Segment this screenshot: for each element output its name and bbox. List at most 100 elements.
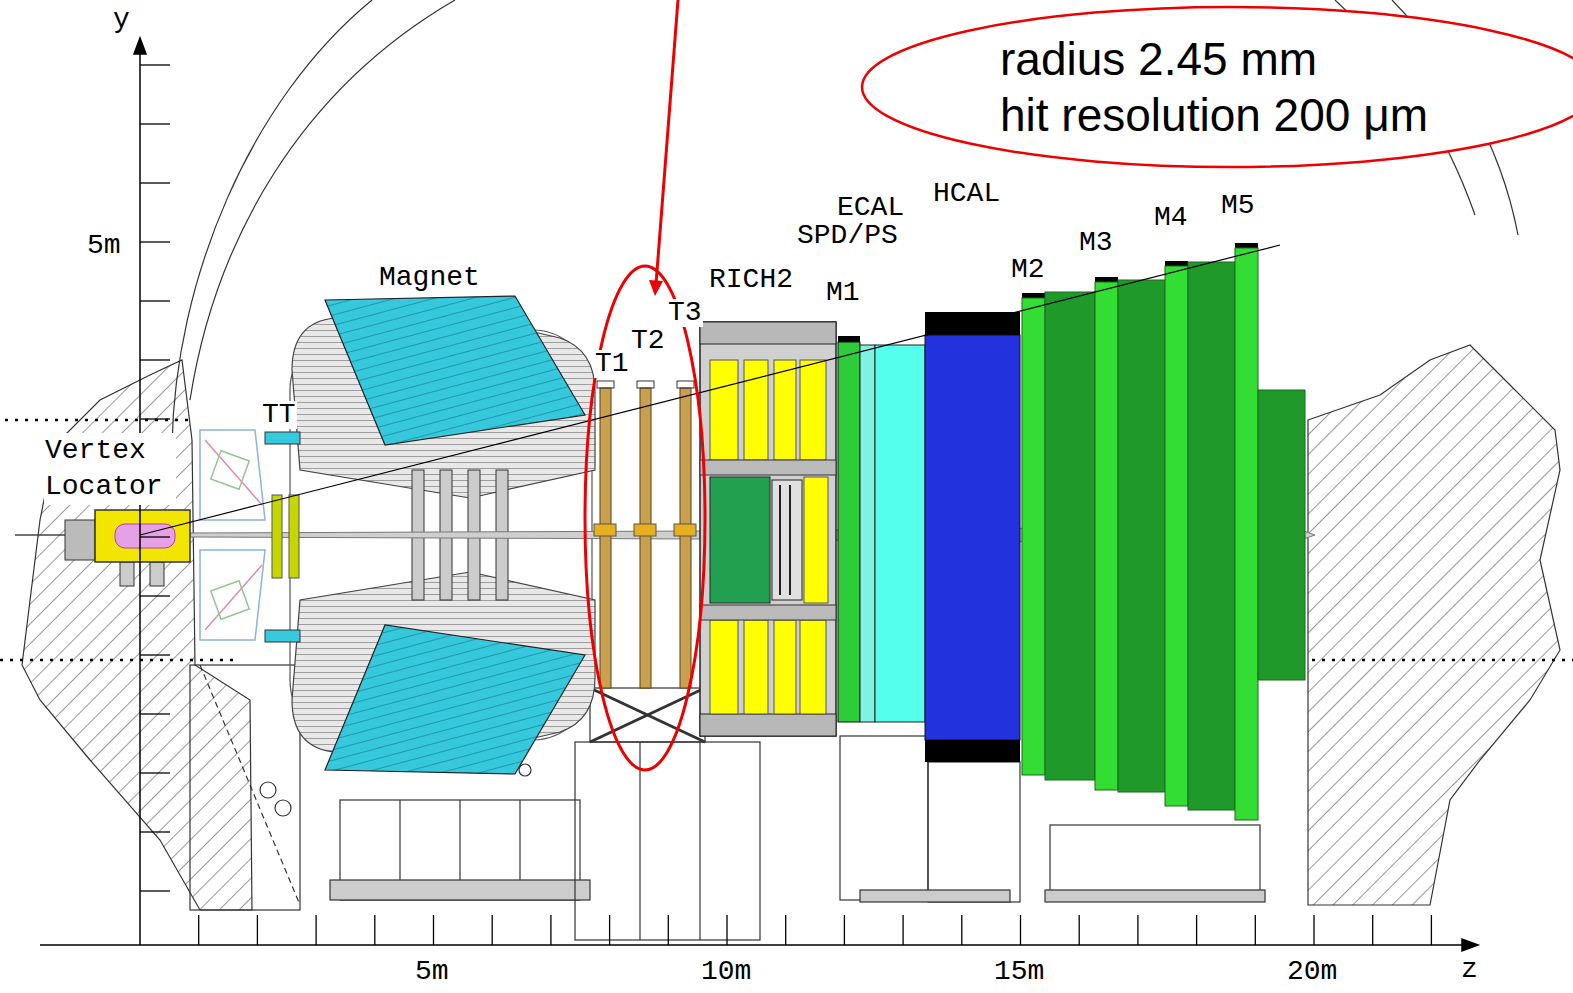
dotted-line (1262, 659, 1573, 662)
support-structure (330, 880, 590, 900)
axis-tick (140, 713, 170, 714)
axis-tick (140, 241, 170, 242)
axis-tick (140, 64, 170, 65)
muon-station (1022, 243, 1305, 820)
callout-outline (862, 7, 1573, 167)
shielding-wall (1308, 345, 1560, 905)
shielding-wall (22, 345, 1560, 910)
axis-tick (1313, 915, 1314, 945)
support-structure (860, 890, 1010, 902)
axis-tick (902, 915, 903, 945)
magnet-coil (325, 296, 585, 445)
axis-label: z (1460, 956, 1479, 984)
axis-tick (1137, 915, 1138, 945)
part-label: HCAL (932, 180, 1001, 208)
tracking-station (634, 524, 656, 536)
axis-tick (198, 915, 199, 945)
calorimeter (860, 345, 875, 722)
axis (40, 38, 1478, 951)
rich2-detector (774, 620, 796, 714)
axis-label: 5m (414, 958, 450, 986)
rich1-outline (205, 565, 262, 630)
muon-station (1235, 243, 1258, 248)
muon-station (1095, 277, 1118, 282)
shielding-wall (22, 360, 252, 910)
axis-tick (550, 915, 551, 945)
support-structure (840, 736, 928, 900)
rich2-detector (700, 605, 836, 620)
axis-tick (140, 772, 170, 773)
muon-station (1258, 390, 1305, 680)
vertex-locator (65, 520, 95, 560)
muon-station (1022, 293, 1045, 298)
tracking-station (677, 381, 694, 388)
callout-text: hit resolution 200 μm (1000, 87, 1428, 143)
axis-tick (257, 915, 258, 945)
calorimeter (925, 740, 1020, 762)
rich2-detector (800, 360, 826, 460)
calorimeter (838, 342, 860, 722)
tt-station (265, 432, 300, 642)
rich2-detector (772, 480, 802, 600)
calorimeter (838, 312, 1020, 762)
support-structure (928, 762, 1020, 902)
part-label: Magnet (378, 264, 481, 292)
tracking-station (637, 381, 654, 388)
part-label: RICH2 (708, 266, 794, 294)
tracking-station (594, 381, 696, 688)
axis-tick (199, 915, 1432, 945)
axis-label: 5m (86, 232, 122, 260)
axis-tick (140, 418, 170, 419)
callout-text: radius 2.45 mm (1000, 31, 1428, 87)
acceptance-line (140, 245, 1280, 535)
magnet-coil (325, 625, 585, 774)
tracking-station (674, 524, 696, 536)
calorimeter (875, 345, 925, 722)
support-structure (699, 742, 700, 940)
part-label: TT (261, 401, 297, 429)
tracking-station (594, 524, 616, 536)
support-structure (1045, 890, 1265, 902)
axis-tick (1079, 915, 1080, 945)
muon-station (1118, 280, 1165, 792)
axis-tick (433, 915, 434, 945)
rich2-detector (744, 620, 768, 714)
axis (1462, 939, 1478, 951)
axis-tick (726, 915, 727, 945)
axis-tick (140, 300, 170, 301)
support-structure (275, 800, 291, 816)
highlight-ring (649, 280, 663, 296)
axis-tick (374, 915, 375, 945)
rich2-detector (774, 360, 796, 460)
tracking-station (597, 381, 614, 388)
axis-label: 15m (993, 958, 1045, 986)
highlight-ring (656, 0, 678, 284)
support-structure (639, 742, 640, 940)
part-label: M3 (1078, 229, 1114, 257)
part-label: SPD/PS (796, 222, 899, 250)
part-label: M4 (1153, 204, 1189, 232)
rich2-detector (700, 460, 836, 475)
calorimeter (925, 335, 1020, 740)
rich2-detector (710, 620, 738, 714)
axis-tick (140, 654, 170, 655)
axis-tick (609, 915, 610, 945)
rich2-detector (700, 322, 836, 736)
axis-tick (140, 536, 170, 537)
dotted-line (0, 659, 240, 662)
vertex-locator (120, 562, 134, 586)
axis-tick (315, 915, 316, 945)
tracking-station (640, 388, 651, 688)
part-label: T1 (594, 350, 630, 378)
callout-outline (860, 5, 1573, 169)
axis-tick (140, 890, 170, 891)
axis-tick (961, 915, 962, 945)
rich2-detector (744, 360, 768, 460)
muon-station (1022, 298, 1045, 775)
rich2-detector (710, 360, 738, 460)
axis-tick (785, 915, 786, 945)
rich1-outline (200, 550, 265, 640)
rich2-detector (789, 485, 791, 595)
axis-tick (492, 915, 493, 945)
axis-tick (844, 915, 845, 945)
